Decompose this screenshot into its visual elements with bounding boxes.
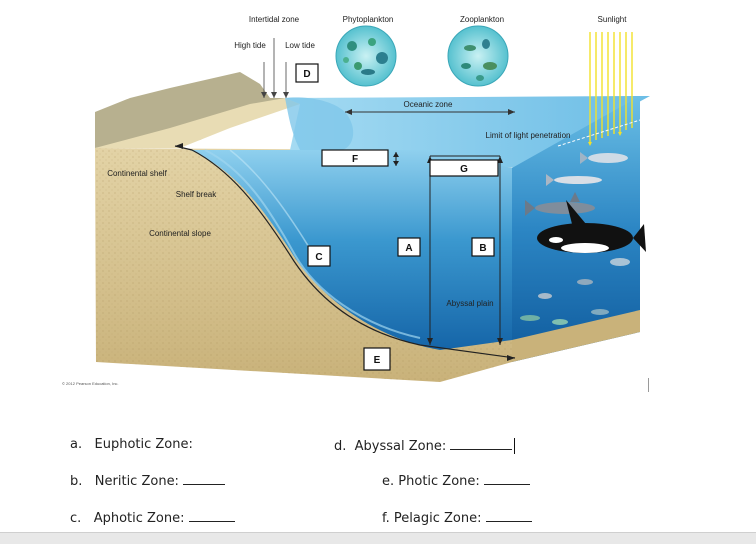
coastal-hills <box>95 72 285 148</box>
svg-text:A: A <box>405 243 412 254</box>
label-continental-slope: Continental slope <box>149 229 211 238</box>
question-d: d. Abyssal Zone: <box>334 437 513 454</box>
label-intertidal-zone: Intertidal zone <box>249 15 300 24</box>
divider-mark <box>648 378 649 392</box>
answer-blank-c[interactable] <box>188 509 235 522</box>
copyright-text: © 2012 Pearson Education, Inc. <box>62 381 119 386</box>
deep-sea-creatures <box>520 258 630 325</box>
svg-text:B: B <box>479 243 486 254</box>
box-f: F <box>321 149 389 167</box>
question-a: a. Euphotic Zone: <box>70 437 193 452</box>
svg-text:F: F <box>352 154 358 165</box>
label-phytoplankton: Phytoplankton <box>343 15 394 24</box>
box-g: G <box>429 159 499 177</box>
ocean-zones-diagram: Intertidal zone High tide Low tide Phyto… <box>62 15 650 386</box>
box-a: A <box>397 237 421 257</box>
label-sunlight: Sunlight <box>598 15 628 24</box>
label-continental-shelf: Continental shelf <box>107 169 167 178</box>
bottom-scroll-area[interactable] <box>0 532 756 544</box>
answer-blank-d[interactable] <box>450 437 513 450</box>
box-b: B <box>471 237 495 257</box>
label-low-tide: Low tide <box>285 41 315 50</box>
question-e: e. Photic Zone: <box>382 472 530 489</box>
text-cursor <box>514 438 515 454</box>
label-limit-of-light: Limit of light penetration <box>486 131 571 140</box>
zooplankton-illustration <box>447 25 509 87</box>
svg-text:G: G <box>460 164 468 175</box>
fish-group <box>525 152 628 216</box>
label-zooplankton: Zooplankton <box>460 15 504 24</box>
svg-text:C: C <box>315 252 322 263</box>
shelf-arrow <box>174 145 516 359</box>
question-f: f. Pelagic Zone: <box>382 509 532 526</box>
box-d: D <box>295 63 319 83</box>
sunlight-rays <box>589 32 633 142</box>
answer-blank-f[interactable] <box>485 509 532 522</box>
svg-text:D: D <box>303 69 310 80</box>
wave-crest <box>285 97 354 150</box>
question-b: b. Neritic Zone: <box>70 472 226 489</box>
label-abyssal-plain: Abyssal plain <box>446 299 493 308</box>
phytoplankton-illustration <box>335 25 397 87</box>
label-high-tide: High tide <box>234 41 266 50</box>
label-oceanic-zone: Oceanic zone <box>404 100 453 109</box>
beach-strip <box>95 98 300 148</box>
svg-text:E: E <box>374 355 381 366</box>
seafloor-side <box>512 310 640 362</box>
slope-wave <box>204 149 421 339</box>
orca-illustration <box>537 200 646 253</box>
box-e: E <box>363 347 391 371</box>
question-c: c. Aphotic Zone: <box>70 509 235 526</box>
sea-body <box>190 150 512 350</box>
box-c: C <box>307 245 331 267</box>
answer-blank-e[interactable] <box>483 472 530 485</box>
label-shelf-break: Shelf break <box>176 190 217 199</box>
answer-blank-b[interactable] <box>183 472 226 485</box>
